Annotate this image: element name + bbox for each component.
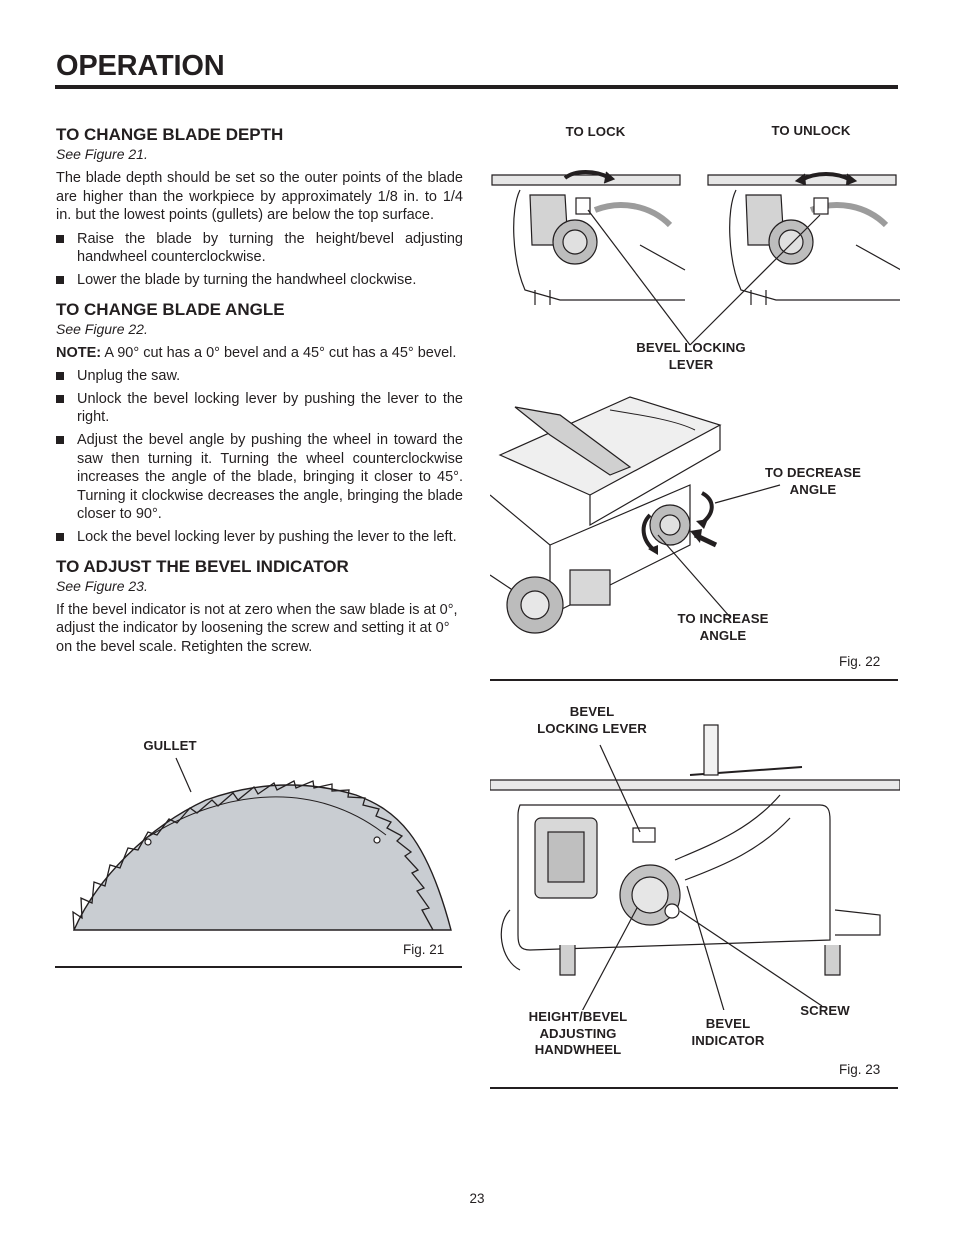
callout-to-unlock: TO UNLOCK [771, 123, 851, 138]
figure-reference: See Figure 23. [56, 577, 148, 594]
figure-21-caption: Fig. 21 [403, 942, 445, 957]
gullet-leader-line [175, 757, 192, 793]
callout-height-bevel-adjusting-handwheel: HEIGHT/BEVEL ADJUSTING HANDWHEEL [518, 1009, 638, 1059]
bullet-square-icon [56, 275, 64, 284]
list-item: Raise the blade by turning the height/be… [56, 230, 463, 267]
callout-to-lock: TO LOCK [565, 124, 626, 139]
increase-arrow-icon [641, 513, 656, 552]
saw-blade-outline [72, 780, 452, 931]
section-heading: TO CHANGE BLADE DEPTH [56, 125, 284, 144]
page-number: 23 [469, 1191, 485, 1206]
callout-line: INDICATOR [691, 1032, 765, 1048]
callout-to-decrease-angle: TO DECREASE ANGLE [760, 465, 866, 498]
list-item: Unplug the saw. [56, 367, 463, 386]
push-arrowhead-icon [690, 529, 702, 543]
list-item-text: Adjust the bevel angle by pushing the wh… [77, 431, 463, 523]
callout-line: ANGLE [789, 481, 837, 497]
list-item-text: Unlock the bevel locking lever by pushin… [77, 390, 463, 426]
leader-line [686, 885, 725, 1010]
list-item: Adjust the bevel angle by pushing the wh… [56, 431, 463, 524]
figure-22-table-saw-illustration [490, 396, 781, 634]
callout-screw: SCREW [800, 1003, 850, 1018]
increase-arrowhead-icon [648, 545, 658, 555]
callout-line: BEVEL [569, 704, 615, 719]
text-column: TO CHANGE BLADE DEPTH See Figure 21. The… [56, 125, 463, 666]
page-title: OPERATION [56, 50, 225, 82]
leader-line [679, 910, 823, 1007]
figure-22-rule [490, 679, 898, 681]
gullet-marker-icon [373, 836, 381, 844]
callout-line: BEVEL [705, 1016, 751, 1031]
figure-23-bevel-indicator-illustration [490, 724, 900, 1010]
table-saw-body [490, 396, 722, 634]
list-item: Lower the blade by turning the handwheel… [56, 271, 463, 290]
callout-bevel-locking-lever: BEVEL LOCKING LEVER [630, 340, 752, 373]
figure-23-rule [490, 1087, 898, 1089]
figure-21-rule [55, 966, 462, 968]
figure-reference: See Figure 22. [56, 320, 148, 337]
section-heading: TO CHANGE BLADE ANGLE [56, 299, 285, 319]
section-heading: TO ADJUST THE BEVEL INDICATOR [56, 556, 349, 576]
callout-bevel-indicator: BEVEL INDICATOR [684, 1016, 772, 1049]
section-paragraph: If the bevel indicator is not at zero wh… [56, 601, 458, 655]
callout-line: TO INCREASE [677, 611, 769, 626]
figure-23-caption: Fig. 23 [839, 1062, 881, 1077]
callout-line: BEVEL LOCKING [636, 340, 746, 355]
callout-bevel-locking-lever: BEVEL LOCKING LEVER [530, 704, 654, 737]
leader-line [599, 744, 641, 833]
leader-line [581, 907, 638, 1010]
list-item-text: Unplug the saw. [77, 368, 181, 385]
list-item: Unlock the bevel locking lever by pushin… [56, 390, 463, 427]
section-blade-angle: TO CHANGE BLADE ANGLE See Figure 22. NOT… [56, 300, 463, 547]
saw-base-unlock-view [707, 172, 900, 305]
callout-line: LOCKING LEVER [537, 720, 647, 736]
decrease-arrowhead-icon [696, 519, 708, 529]
section-paragraph: The blade depth should be set so the out… [56, 170, 463, 224]
callout-line: HEIGHT/BEVEL [528, 1009, 628, 1024]
list-item-text: Raise the blade by turning the height/be… [77, 230, 463, 266]
callout-line: TO DECREASE [764, 465, 862, 480]
note-text: A 90° cut has a 0° bevel and a 45° cut h… [101, 344, 457, 361]
section-bevel-indicator: TO ADJUST THE BEVEL INDICATOR See Figure… [56, 557, 463, 657]
leader-line [657, 534, 731, 618]
saw-front-view [490, 724, 900, 976]
callout-line: HANDWHEEL [534, 1042, 622, 1057]
note-paragraph: NOTE: A 90° cut has a 0° bevel and a 45°… [56, 344, 463, 363]
list-item: Lock the bevel locking lever by pushing … [56, 528, 463, 547]
decrease-arrow-icon [700, 491, 714, 525]
leader-line [587, 209, 691, 346]
bullet-list: Unplug the saw. Unlock the bevel locking… [56, 367, 463, 546]
callout-line: ANGLE [699, 627, 747, 643]
figure-22-caption: Fig. 22 [839, 654, 881, 669]
figure-22-lock-unlock-illustration [491, 170, 900, 346]
callout-line: ADJUSTING [539, 1025, 617, 1041]
figure-reference: See Figure 21. [56, 146, 148, 162]
section-blade-depth: TO CHANGE BLADE DEPTH See Figure 21. The… [56, 125, 463, 290]
leader-line [714, 484, 781, 504]
callout-line: LEVER [668, 356, 714, 372]
gullet-marker-icon [144, 838, 152, 846]
callout-to-increase-angle: TO INCREASE ANGLE [673, 611, 773, 644]
bullet-square-icon [56, 372, 64, 381]
list-item-text: Lower the blade by turning the handwheel… [77, 271, 417, 288]
bullet-square-icon [56, 532, 64, 541]
bullet-list: Raise the blade by turning the height/be… [56, 230, 463, 290]
title-rule [55, 85, 898, 89]
bullet-square-icon [56, 234, 64, 243]
bullet-square-icon [56, 394, 64, 403]
bullet-square-icon [56, 435, 64, 444]
callout-gullet: GULLET [143, 738, 197, 753]
note-label: NOTE: [56, 344, 102, 361]
figure-21-blade-illustration [72, 757, 452, 931]
leader-line [689, 214, 821, 346]
saw-base-lock-view [491, 170, 686, 305]
list-item-text: Lock the bevel locking lever by pushing … [77, 528, 457, 545]
